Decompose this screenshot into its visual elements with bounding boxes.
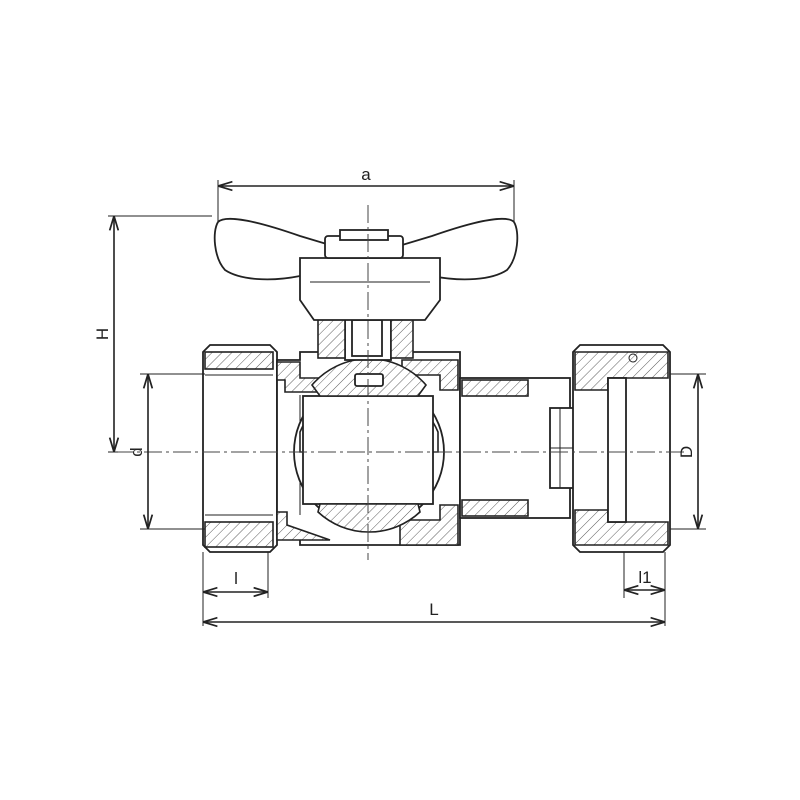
dim-label-l1: l1	[638, 568, 651, 587]
dimension-l1: l1	[623, 552, 666, 626]
dim-label-H: H	[93, 328, 112, 340]
dimension-a: a	[217, 165, 515, 222]
left-body-end	[202, 344, 278, 553]
union-nut	[572, 344, 671, 553]
dimension-d: d	[127, 373, 205, 530]
dim-label-D: D	[677, 446, 696, 458]
dimension-H: H	[93, 215, 212, 453]
dimension-L: L	[203, 600, 665, 622]
dimension-D: D	[670, 373, 706, 530]
butterfly-handle	[213, 217, 519, 321]
dim-label-d: d	[127, 447, 146, 456]
dimension-l: l	[202, 552, 269, 626]
dim-label-a: a	[361, 165, 371, 184]
right-tailpiece	[459, 377, 611, 519]
ball	[293, 357, 445, 533]
dim-label-l: l	[234, 569, 238, 588]
dim-label-L: L	[429, 600, 438, 619]
